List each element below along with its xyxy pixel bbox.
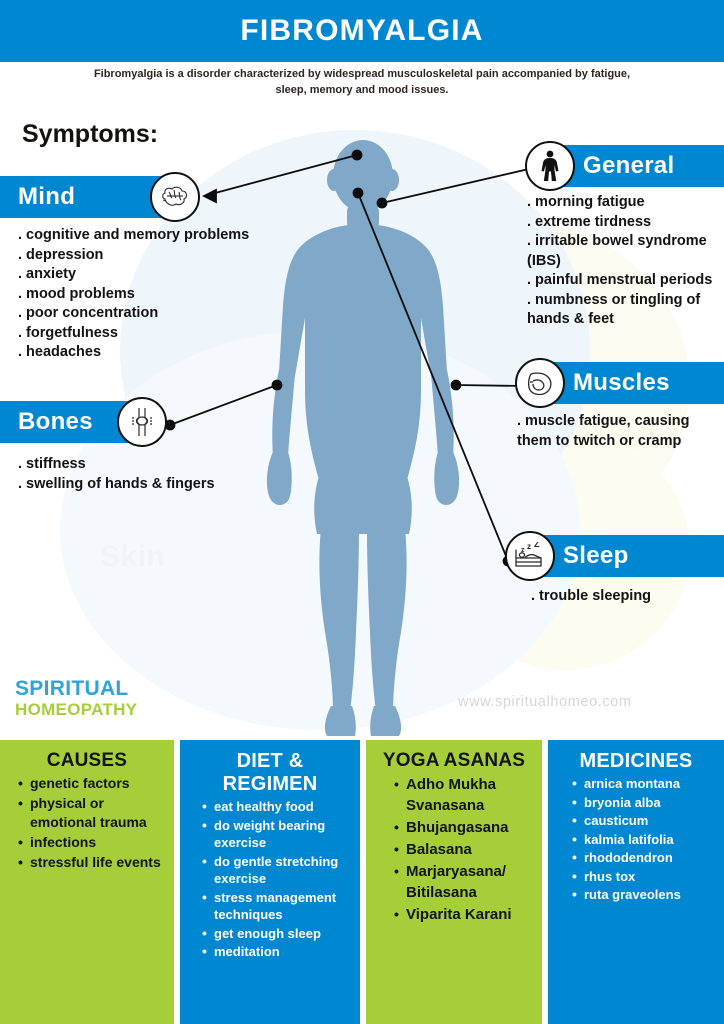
flexed-bicep-icon	[515, 358, 565, 408]
muscles-label: Muscles	[573, 369, 670, 396]
svg-text:Z: Z	[534, 542, 540, 549]
list-item: Balasana	[394, 839, 534, 860]
header-banner: FIBROMYALGIA	[0, 0, 724, 62]
list-item: . poor concentration	[18, 305, 159, 321]
list-item: . extreme tirdness	[527, 213, 652, 230]
svg-text:z: z	[527, 542, 531, 551]
list-item: bryonia alba	[572, 794, 716, 812]
sleep-symptom-list: . trouble sleeping	[507, 587, 724, 607]
mind-label: Mind	[18, 183, 76, 210]
column-title: MEDICINES	[579, 750, 693, 772]
bone-joint-icon	[117, 397, 167, 447]
list-item: do gentle stretching exercise	[202, 853, 352, 888]
list-item: . depression	[18, 246, 104, 263]
list-item: infections	[18, 833, 166, 852]
list-item: eat healthy food	[202, 798, 352, 816]
symptom-panel-muscles: Muscles . muscle fatigue, causing them t…	[515, 358, 724, 451]
bones-symptom-list: . stiffness . swelling of hands & finger…	[0, 455, 300, 494]
list-item: get enough sleep	[202, 925, 352, 943]
list-item: rhus tox	[572, 868, 716, 886]
list-item: Marjaryasana/ Bitilasana	[394, 861, 534, 903]
list-item: . cognitive and memory problems	[18, 227, 250, 243]
general-symptom-list: . morning fatigue . extreme tirdness . i…	[527, 193, 724, 330]
list-item: Viparita Karani	[394, 904, 534, 925]
bottom-columns: CAUSES genetic factors physical or emoti…	[0, 740, 724, 1024]
brand-line-2: HOMEOPATHY	[15, 700, 138, 719]
brand-line-1: SPIRITUAL	[15, 677, 129, 700]
list-item: stressful life events	[18, 853, 166, 872]
list-item: . forgetfulness	[18, 324, 118, 341]
list-item: . painful menstrual periods	[527, 272, 713, 288]
column-yoga-asanas: YOGA ASANAS Adho Mukha Svanasana Bhujang…	[366, 740, 542, 1024]
symptom-panel-sleep: Sleep z z Z . trouble sleepi	[505, 531, 724, 607]
column-title: YOGA ASANAS	[382, 750, 526, 771]
column-medicines: MEDICINES arnica montana bryonia alba ca…	[548, 740, 724, 1024]
list-item: do weight bearing exercise	[202, 817, 352, 852]
causes-list: genetic factors physical or emotional tr…	[8, 774, 166, 872]
mind-symptom-list: . cognitive and memory problems . depres…	[0, 226, 300, 363]
list-item: ruta graveolens	[572, 886, 716, 904]
list-item: . stiffness	[18, 456, 86, 472]
skin-watermark-label: Skin	[100, 540, 166, 573]
list-item: . numbness or tingling of hands & feet	[527, 291, 701, 328]
sleep-label: Sleep	[563, 542, 629, 569]
website-url: www.spiritualhomeo.com	[458, 694, 632, 710]
bones-label: Bones	[18, 408, 93, 435]
list-item: . muscle fatigue, causing them to twitch…	[517, 413, 690, 449]
list-item: . headaches	[18, 344, 102, 360]
list-item: stress management techniques	[202, 889, 352, 924]
muscles-symptom-list: . muscle fatigue, causing them to twitch…	[517, 412, 724, 451]
page-title: FIBROMYALGIA	[240, 14, 484, 47]
list-item: . anxiety	[18, 266, 77, 282]
symptom-panel-general: General . morning fatigue . extreme tird…	[525, 141, 724, 330]
list-item: Bhujangasana	[394, 817, 534, 838]
list-item: genetic factors	[18, 774, 166, 793]
column-causes: CAUSES genetic factors physical or emoti…	[0, 740, 174, 1024]
list-item: . irritable bowel syndrome (IBS)	[527, 233, 707, 269]
symptoms-heading: Symptoms:	[22, 120, 159, 148]
medicines-list: arnica montana bryonia alba causticum ka…	[556, 775, 716, 904]
symptom-panel-mind: Mind . cognitive and memory problems . d…	[0, 172, 300, 363]
column-title: DIET & REGIMEN	[222, 750, 318, 795]
human-body-icon	[525, 141, 575, 191]
list-item: . trouble sleeping	[531, 588, 652, 604]
brain-icon	[150, 172, 200, 222]
list-item: arnica montana	[572, 775, 716, 793]
diet-regimen-list: eat healthy food do weight bearing exerc…	[188, 798, 352, 961]
list-item: physical or emotional trauma	[18, 794, 166, 832]
list-item: rhododendron	[572, 849, 716, 867]
list-item: . mood problems	[18, 285, 135, 302]
general-label: General	[583, 152, 675, 179]
list-item: Adho Mukha Svanasana	[394, 774, 534, 816]
column-diet-regimen: DIET & REGIMEN eat healthy food do weigh…	[180, 740, 360, 1024]
list-item: meditation	[202, 943, 352, 961]
list-item: . morning fatigue	[527, 194, 645, 210]
column-title: CAUSES	[46, 750, 128, 771]
yoga-asanas-list: Adho Mukha Svanasana Bhujangasana Balasa…	[374, 774, 534, 925]
list-item: kalmia latifolia	[572, 831, 716, 849]
list-item: . swelling of hands & fingers	[18, 475, 215, 492]
svg-text:z: z	[521, 547, 525, 554]
bed-sleep-icon: z z Z	[505, 531, 555, 581]
symptom-panel-bones: Bones . stiffness . swelling of hands & …	[0, 397, 300, 494]
header-subtitle: Fibromyalgia is a disorder characterized…	[93, 68, 631, 96]
list-item: causticum	[572, 812, 716, 830]
brand-logo: SPIRITUAL HOMEOPATHY	[15, 677, 138, 720]
